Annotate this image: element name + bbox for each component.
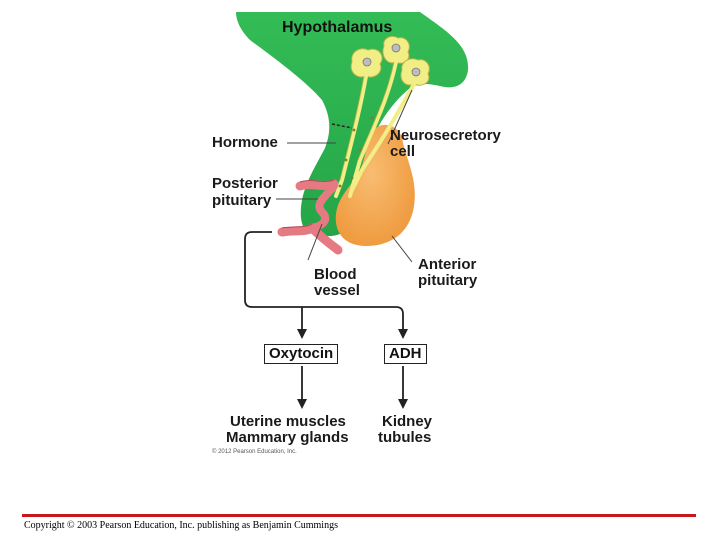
anterior-pituitary-shape xyxy=(335,124,415,246)
anterior-leader-line xyxy=(391,235,413,263)
adh-box: ADH xyxy=(384,344,427,364)
neurosecretory-cell-label-line2: cell xyxy=(390,143,416,160)
neurosecretory-cell-label-line1: Neurosecretory xyxy=(390,127,501,144)
blood-vessel-leader-line xyxy=(307,223,323,261)
kidney-tubules-label-line1: Kidney xyxy=(382,413,433,430)
copyright-text: Copyright © 2003 Pearson Education, Inc.… xyxy=(24,520,338,531)
uterine-muscles-label: Uterine muscles xyxy=(230,413,346,430)
image-credit: © 2012 Pearson Education, Inc. xyxy=(212,449,297,455)
footer-accent-rule xyxy=(22,514,696,517)
posterior-pituitary-label-line1: Posterior xyxy=(212,175,278,192)
anterior-pituitary-label-line2: pituitary xyxy=(418,272,478,289)
blood-vessel-shape xyxy=(277,179,343,255)
posterior-pituitary-label-line2: pituitary xyxy=(212,192,272,209)
flow-line-main xyxy=(244,231,408,339)
blood-vessel-label-line1: Blood xyxy=(314,266,357,283)
boundary-dashed-line xyxy=(331,123,353,129)
kidney-tubules-label-line2: tubules xyxy=(378,429,432,446)
mammary-glands-label: Mammary glands xyxy=(226,429,349,446)
hypothalamus-label: Hypothalamus xyxy=(282,19,393,36)
hormone-label: Hormone xyxy=(212,134,278,151)
anterior-pituitary-label-line1: Anterior xyxy=(418,256,477,273)
blood-vessel-label-line2: vessel xyxy=(314,282,360,299)
oxytocin-box: Oxytocin xyxy=(264,344,339,364)
neurosecretory-leader-line xyxy=(387,89,413,145)
